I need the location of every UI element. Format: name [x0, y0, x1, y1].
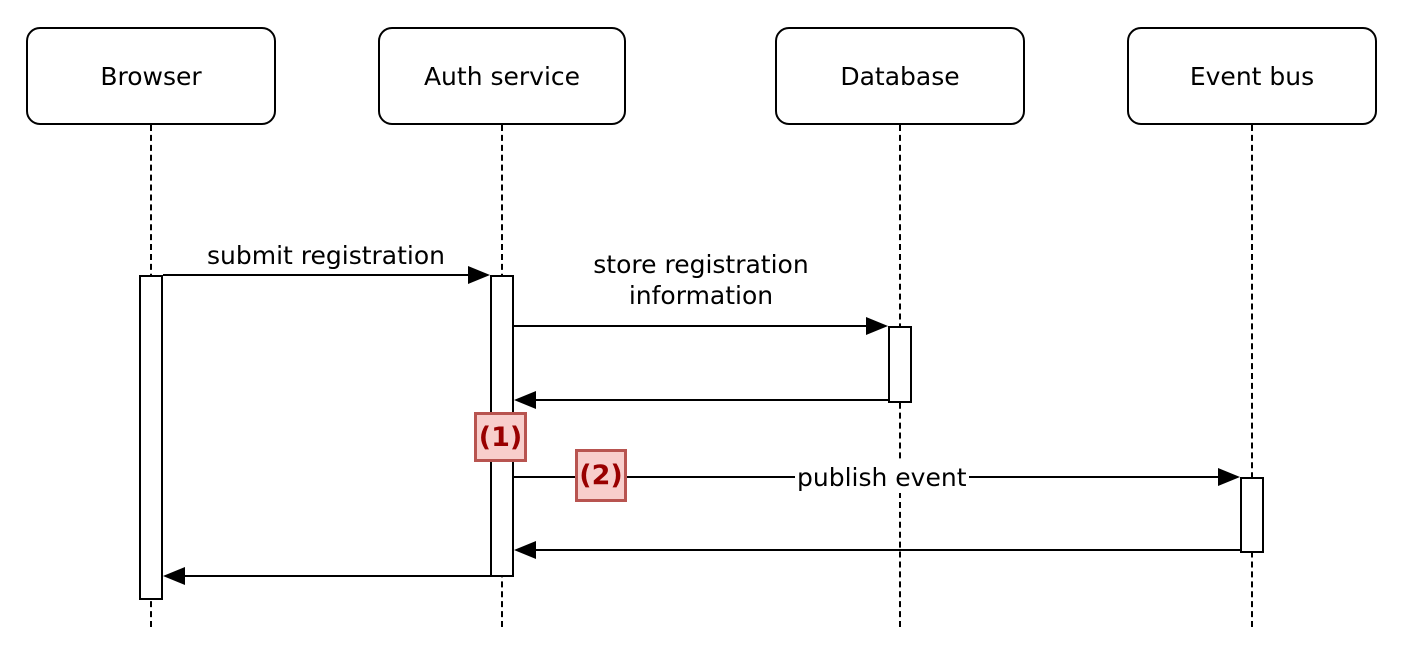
- message-line-database-return: [536, 399, 888, 401]
- participant-auth-service: Auth service: [378, 27, 626, 125]
- message-line-store-registration-information: [514, 325, 868, 327]
- message-line-event-bus-return: [536, 549, 1240, 551]
- message-label-submit-registration: submit registration: [206, 241, 446, 270]
- arrowhead-icon: [163, 567, 185, 585]
- message-line-auth-return: [185, 575, 490, 577]
- arrowhead-icon: [866, 317, 888, 335]
- arrowhead-icon: [514, 391, 536, 409]
- lifeline-event-bus: [1251, 125, 1253, 627]
- message-line-submit-registration: [163, 274, 470, 276]
- activation-bar-event-bus: [1240, 477, 1264, 553]
- annotation-badge-2: (2): [575, 449, 627, 502]
- message-label-store-registration-information: store registration information: [593, 250, 809, 310]
- message-label-publish-event: publish event: [795, 462, 969, 493]
- arrowhead-icon: [514, 541, 536, 559]
- annotation-badge-1: (1): [474, 412, 527, 462]
- arrowhead-icon: [468, 266, 490, 284]
- participant-database: Database: [775, 27, 1025, 125]
- participant-browser: Browser: [26, 27, 276, 125]
- activation-bar-database: [888, 326, 912, 403]
- participant-event-bus: Event bus: [1127, 27, 1377, 125]
- activation-bar-browser: [139, 275, 163, 600]
- arrowhead-icon: [1218, 468, 1240, 486]
